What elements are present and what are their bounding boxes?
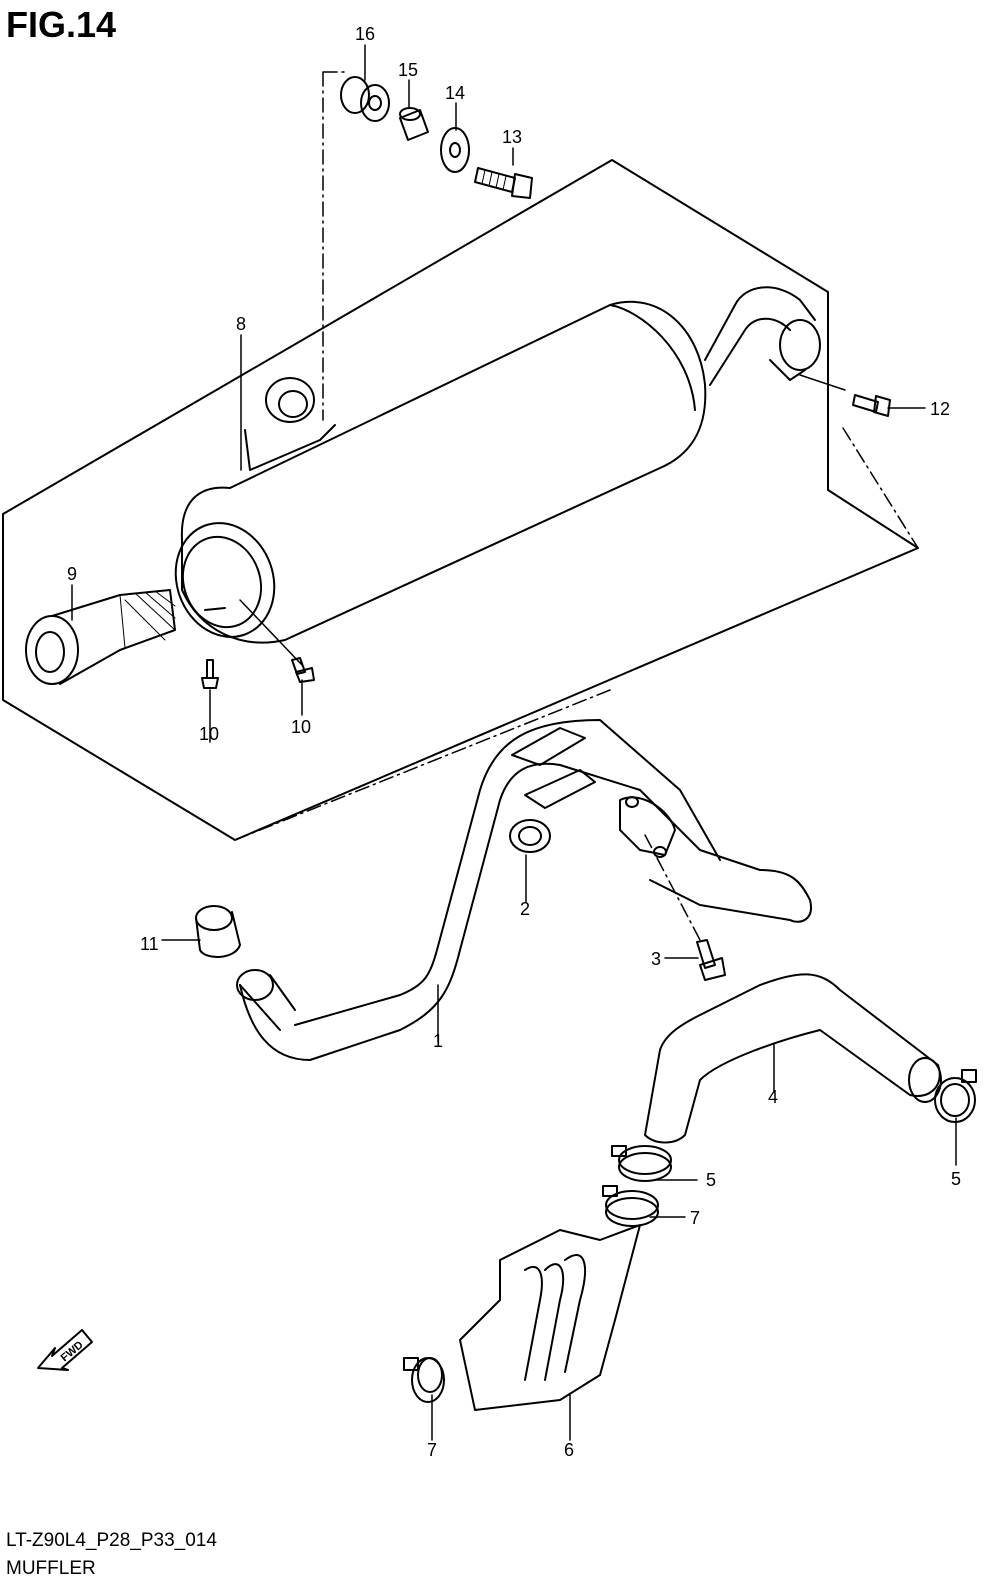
- callout-3: 3: [651, 949, 661, 969]
- collar-15: [399, 107, 429, 141]
- muffler-body: [174, 286, 821, 644]
- screw-10-right: [291, 657, 315, 683]
- figure-code: LT-Z90L4_P28_P33_014: [6, 1530, 217, 1551]
- callout-4: 4: [768, 1087, 778, 1107]
- guide-line-top: [322, 71, 346, 421]
- callout-7-lower: 7: [427, 1440, 437, 1460]
- bolt-13: [474, 167, 533, 199]
- callout-10-left: 10: [199, 724, 219, 744]
- connector-pipe-4: [644, 973, 942, 1144]
- callout-11: 11: [140, 934, 159, 954]
- spark-arrester: [25, 589, 176, 685]
- guide-line-right: [842, 427, 919, 549]
- callout-12: 12: [930, 399, 950, 419]
- figure-name: MUFFLER: [6, 1558, 96, 1579]
- exhaust-pipe: [236, 719, 812, 1061]
- clamp-7-lower: [403, 1357, 445, 1403]
- clamp-7-upper: [602, 1185, 659, 1227]
- callout-8: 8: [236, 314, 246, 334]
- rubber-mount-16: [340, 76, 390, 122]
- screw-10-left: [201, 659, 219, 689]
- leader-lines: [71, 44, 957, 1441]
- callout-labels: 16 15 14 13 8 9 10 10 11 1 2 3 4 5 5 7 6…: [67, 24, 961, 1460]
- callout-6: 6: [564, 1440, 574, 1460]
- washer-14: [440, 127, 470, 173]
- callout-1: 1: [433, 1031, 443, 1051]
- guide-line-lower: [234, 689, 611, 841]
- connector-11: [195, 905, 241, 958]
- fwd-arrow-icon: FWD: [37, 1329, 93, 1371]
- callout-14: 14: [445, 83, 465, 103]
- bolt-12: [852, 394, 891, 417]
- clamp-5-right: [934, 1069, 977, 1123]
- figure-title: FIG.14: [6, 4, 117, 45]
- callout-2: 2: [520, 899, 530, 919]
- callout-15: 15: [398, 60, 418, 80]
- callout-10-right: 10: [291, 717, 311, 737]
- callout-16: 16: [355, 24, 375, 44]
- callout-9: 9: [67, 564, 77, 584]
- callout-5-left: 5: [706, 1170, 716, 1190]
- gasket: [509, 819, 551, 853]
- assembly-outline-8: [2, 159, 919, 841]
- bolt-3: [696, 939, 726, 981]
- callout-7-upper: 7: [690, 1208, 700, 1228]
- heat-shield: [459, 1224, 641, 1411]
- clamp-5-left: [611, 1145, 672, 1182]
- callout-5-right: 5: [951, 1169, 961, 1189]
- callout-13: 13: [502, 127, 522, 147]
